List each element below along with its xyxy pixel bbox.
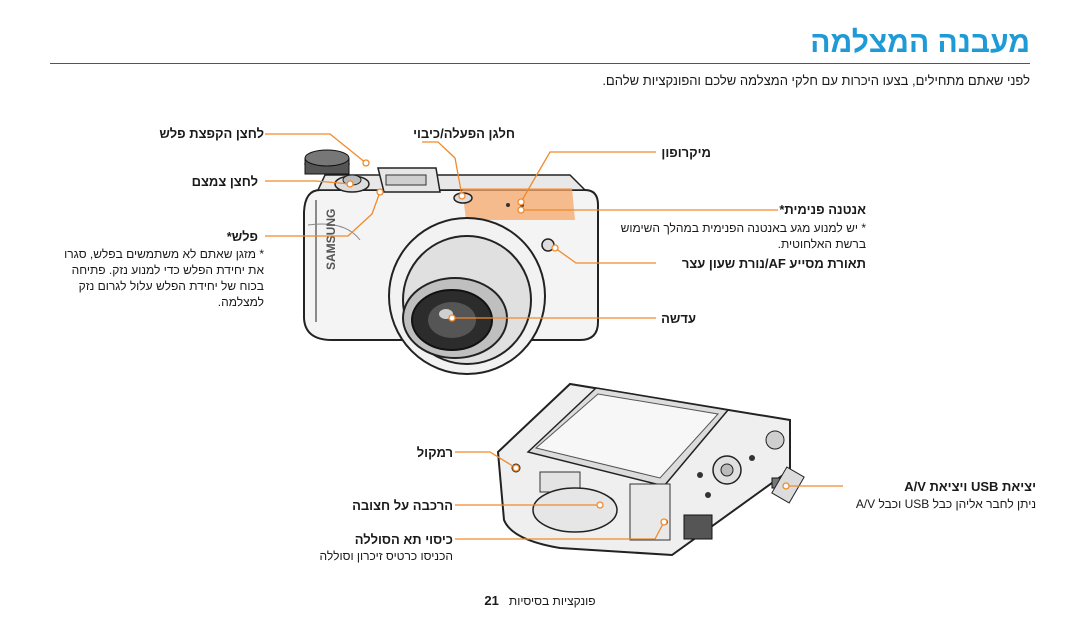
label-microphone: מיקרופון xyxy=(661,145,711,160)
label-speaker: רמקול xyxy=(416,445,453,460)
page-number: 21 xyxy=(484,593,499,608)
antenna-note: * יש למנוע מגע באנטנה הפנימית במהלך השימ… xyxy=(620,221,866,251)
label-shutter-release: לחצן הקפצת פלש xyxy=(159,126,264,141)
battery-note: הכניסו כרטיס זיכרון וסוללה xyxy=(319,549,454,563)
title-divider xyxy=(50,63,1030,64)
label-antenna: אנטנה פנימית* xyxy=(779,202,866,217)
label-power-button: חלגן הפעלה/כיבוי xyxy=(413,126,515,141)
callout-lines xyxy=(265,133,843,540)
label-zoom-button: לחצן צמצם xyxy=(191,174,258,189)
intro-text: לפני שאתם מתחילים, בצעו היכרות עם חלקי ה… xyxy=(602,73,1030,88)
label-usb-av-port: יציאת USB ויציאת A/V xyxy=(904,479,1036,494)
label-tripod-mount: הרכבה על חצובה xyxy=(352,498,453,513)
camera-back-illustration xyxy=(496,382,805,557)
usb-note: ניתן לחבר אליהן כבל USB וכבל A/V xyxy=(855,497,1036,511)
page-footer: פונקציות בסיסיות 21 xyxy=(0,593,1080,608)
label-flash: פלש* xyxy=(226,229,258,244)
brand-text: SAMSUNG xyxy=(324,209,338,270)
label-af-lamp: תאורת מסייע AF/נורת שעון עצר xyxy=(681,256,866,271)
label-lens: עדשה xyxy=(661,311,696,326)
footer-section: פונקציות בסיסיות xyxy=(508,594,596,608)
camera-front-illustration: SAMSUNG xyxy=(303,149,599,375)
flash-note: * מזגן שאתם לא משתמשים בפלש, סגרו את יחי… xyxy=(64,247,264,309)
page-title: מעבנה המצלמה xyxy=(810,26,1030,59)
label-battery-cover: כיסוי תא הסוללה xyxy=(354,532,453,547)
